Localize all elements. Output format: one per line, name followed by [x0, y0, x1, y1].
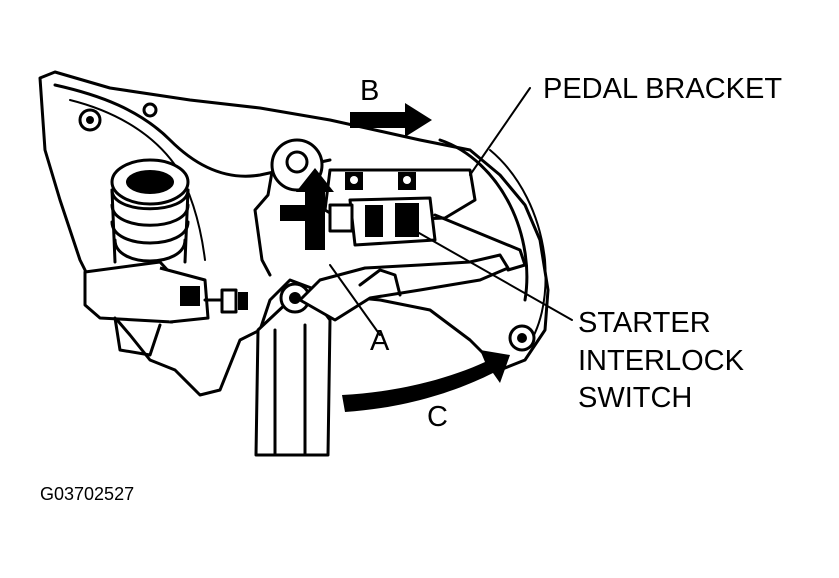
label-arrow-c: C [427, 401, 448, 433]
arrow-c [342, 350, 510, 412]
label-pedal-bracket: PEDAL BRACKET [543, 73, 782, 105]
label-arrow-a: A [370, 325, 390, 357]
leader-switch [404, 224, 573, 321]
bracket-right-flange [438, 138, 529, 302]
label-switch-line3: SWITCH [578, 382, 692, 414]
label-switch-line2: INTERLOCK [578, 345, 745, 377]
pedal-arm [254, 282, 332, 457]
actuating-lever [298, 253, 536, 352]
mount-bolt [78, 102, 158, 132]
label-arrow-b: B [360, 75, 379, 107]
leader-pedal-bracket [469, 87, 531, 176]
arrow-b [350, 103, 432, 137]
interlock-switch [323, 168, 527, 272]
label-switch-line1: STARTER [578, 307, 711, 339]
bracket-right-edge [489, 149, 547, 351]
leader-arrow-a [329, 264, 381, 336]
connector [83, 260, 248, 357]
arrow-a-tail [280, 205, 310, 221]
bracket-flange [53, 83, 332, 178]
arrow-a [296, 168, 334, 250]
figure-code: G03702527 [40, 484, 134, 504]
return-spring [110, 158, 190, 264]
